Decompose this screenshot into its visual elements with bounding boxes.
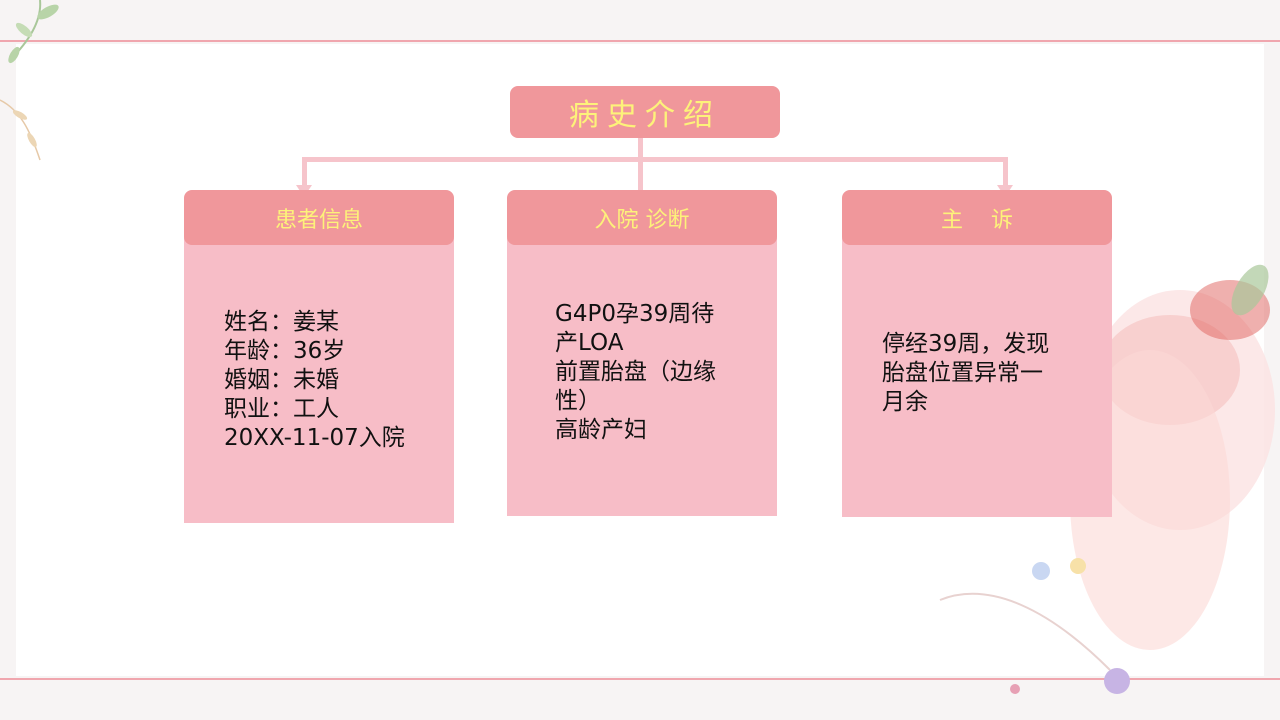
title-box: 病史介绍 bbox=[510, 86, 780, 138]
card-text: 停经39周，发现 胎盘位置异常一 月余 bbox=[882, 331, 1050, 415]
chief-complaint-card: 主 诉 停经39周，发现 胎盘位置异常一 月余 bbox=[842, 190, 1112, 517]
leaf-decoration-icon bbox=[0, 0, 59, 161]
card-text: G4P0孕39周待 产LOA 前置胎盘（边缘 性） 高龄产妇 bbox=[555, 301, 716, 443]
card-header: 主 诉 bbox=[842, 190, 1112, 245]
patient-info-card: 患者信息 姓名：姜某 年龄：36岁 婚姻：未婚 职业：工人 20XX-11-07… bbox=[184, 190, 454, 523]
horizontal-connector bbox=[302, 157, 1008, 162]
card-body: 姓名：姜某 年龄：36岁 婚姻：未婚 职业：工人 20XX-11-07入院 bbox=[184, 238, 454, 523]
top-divider bbox=[0, 40, 1280, 42]
bead-decoration bbox=[1104, 668, 1130, 694]
admission-diagnosis-card: 入院 诊断 G4P0孕39周待 产LOA 前置胎盘（边缘 性） 高龄产妇 bbox=[507, 190, 777, 516]
card-body: G4P0孕39周待 产LOA 前置胎盘（边缘 性） 高龄产妇 bbox=[507, 238, 777, 516]
card-body: 停经39周，发现 胎盘位置异常一 月余 bbox=[842, 238, 1112, 517]
card-heading: 入院 诊断 bbox=[594, 207, 690, 233]
card-heading: 主 诉 bbox=[941, 207, 1013, 233]
page-title: 病史介绍 bbox=[569, 98, 721, 133]
right-connector bbox=[1003, 157, 1008, 189]
card-text: 姓名：姜某 年龄：36岁 婚姻：未婚 职业：工人 20XX-11-07入院 bbox=[224, 309, 405, 451]
left-connector bbox=[302, 157, 307, 189]
bottom-divider bbox=[0, 678, 1280, 680]
bead-decoration bbox=[1032, 562, 1050, 580]
card-header: 患者信息 bbox=[184, 190, 454, 245]
bead-decoration bbox=[1010, 684, 1020, 694]
bead-decoration bbox=[1070, 558, 1086, 574]
card-heading: 患者信息 bbox=[274, 207, 363, 233]
card-header: 入院 诊断 bbox=[507, 190, 777, 245]
center-connector bbox=[638, 138, 643, 194]
